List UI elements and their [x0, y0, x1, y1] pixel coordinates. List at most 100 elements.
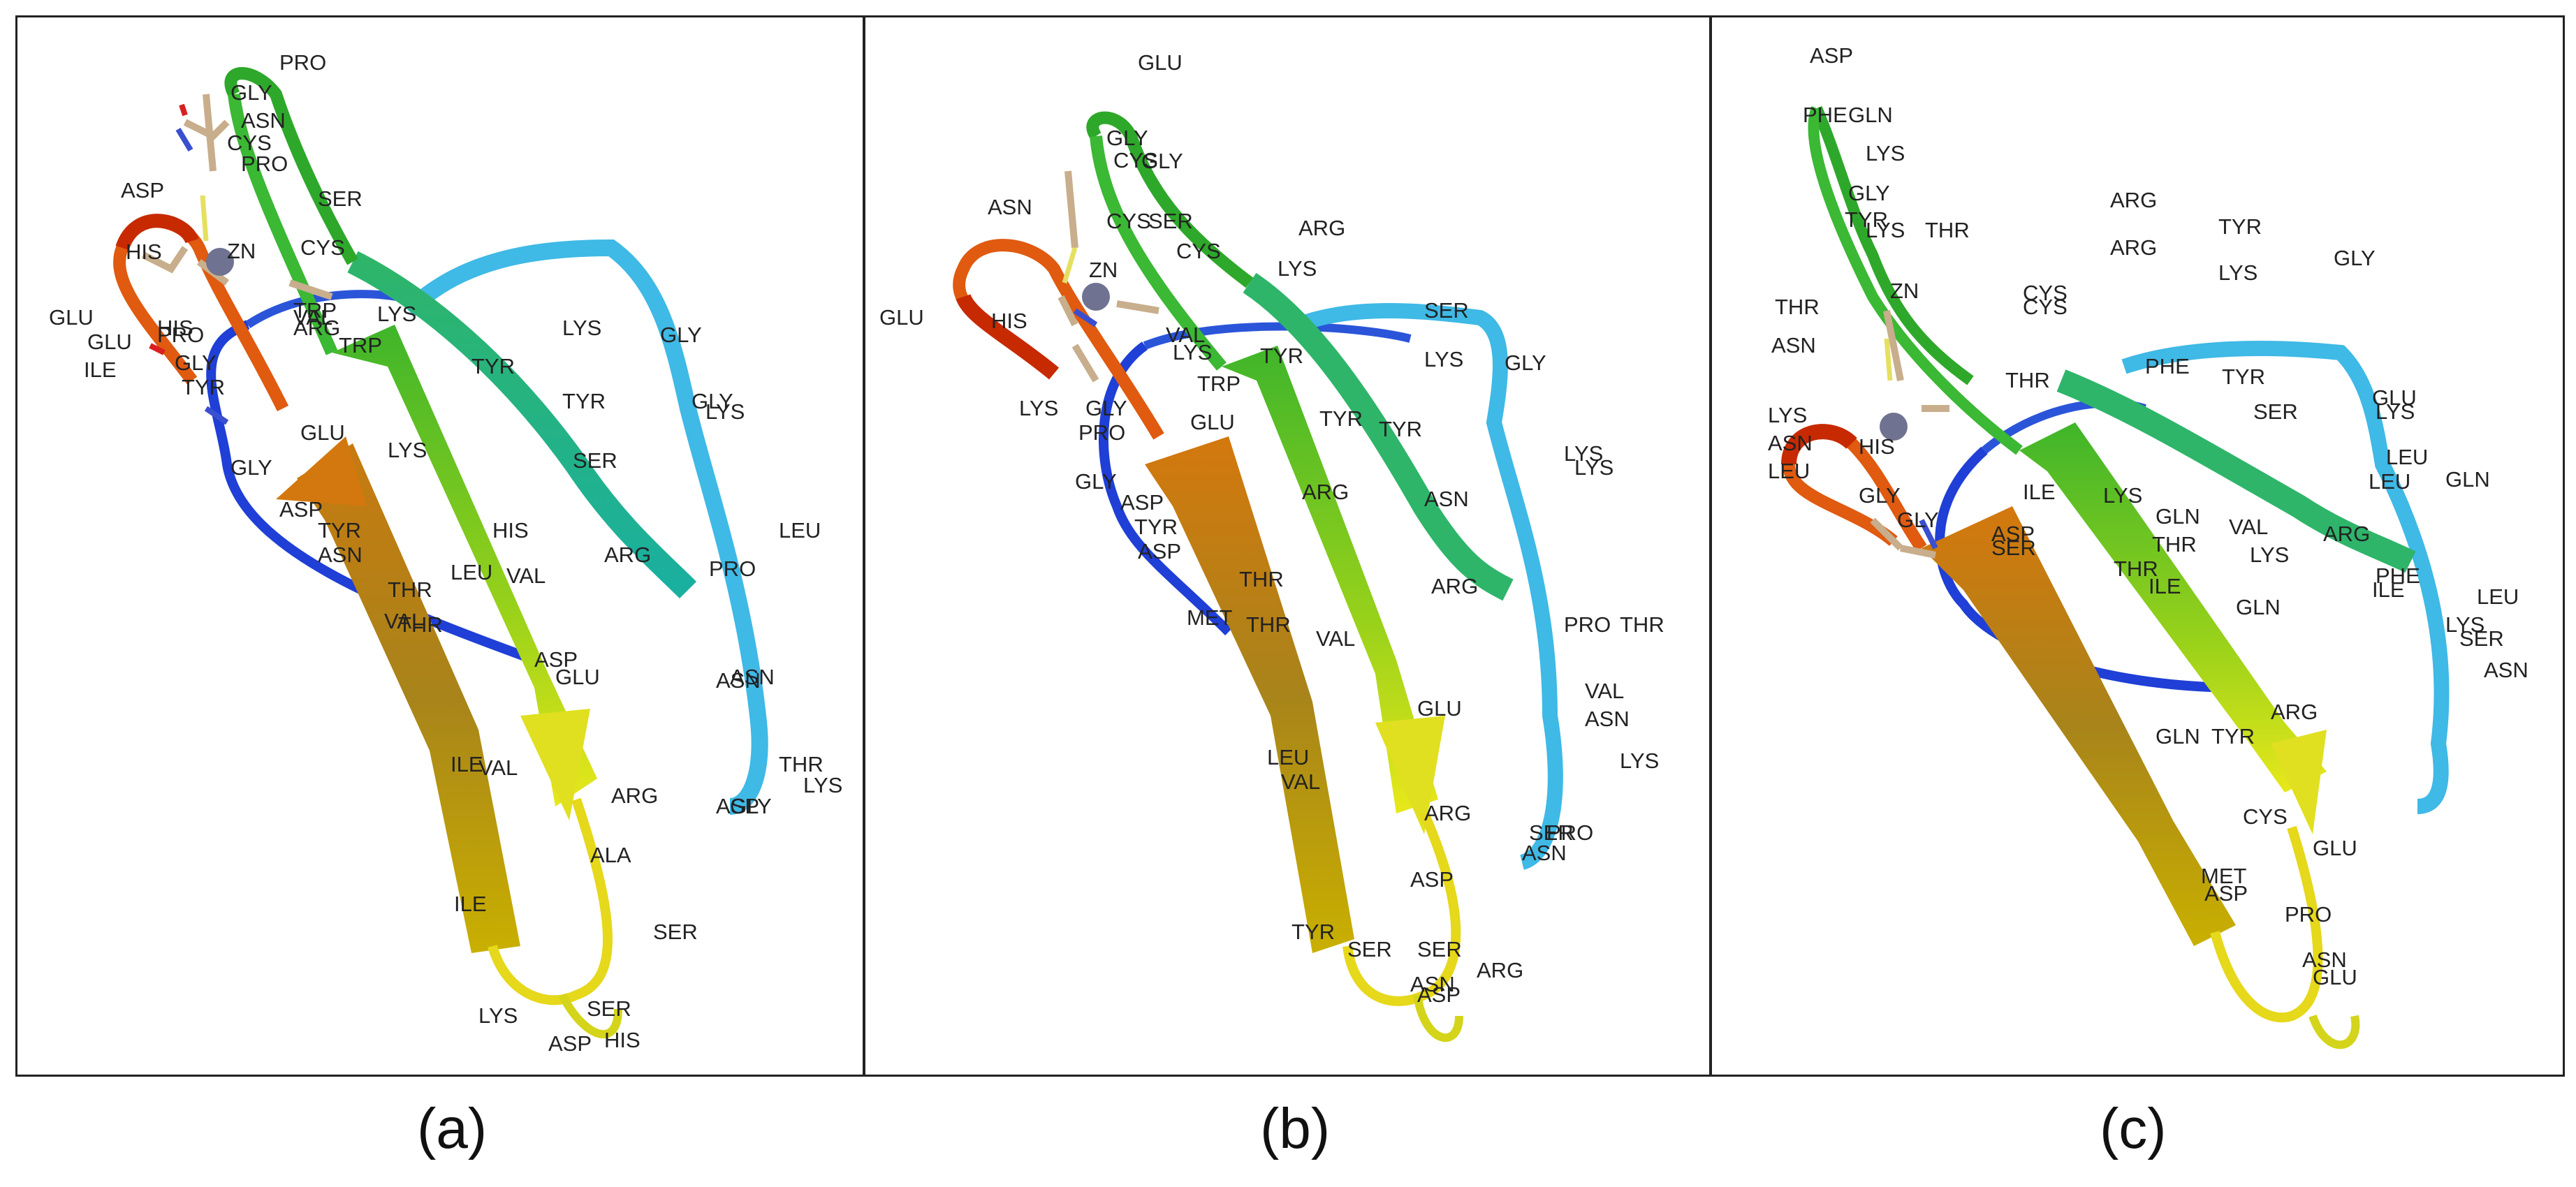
- residue-label: LYS: [2250, 543, 2289, 567]
- residue-label: VAL: [2229, 515, 2268, 539]
- residue-label: GLY: [691, 389, 733, 413]
- residue-label: VAL: [1166, 323, 1205, 347]
- residue-label: MET: [1187, 605, 1233, 630]
- residue-label: TYR: [2211, 724, 2255, 749]
- residue-label: ARG: [2110, 235, 2157, 260]
- residue-label: TYR: [1319, 406, 1363, 431]
- residue-label: ASN: [318, 543, 363, 567]
- caption-c: (c): [2100, 1097, 2167, 1160]
- residue-label: VAL: [1316, 626, 1355, 651]
- residue-label: ARG: [1298, 216, 1345, 240]
- zinc-ion: [1082, 283, 1110, 311]
- residue-label: SER: [1529, 820, 1574, 845]
- residue-label: ARG: [2271, 700, 2318, 724]
- residue-label: LYS: [1620, 749, 1659, 773]
- residue-label: LEU: [779, 518, 821, 543]
- residue-label: LYS: [1768, 403, 1807, 427]
- residue-label: SER: [1417, 937, 1462, 961]
- residue-label: LEU: [1267, 745, 1309, 769]
- residue-label: THR: [779, 752, 824, 776]
- residue-label: ILE: [84, 357, 117, 382]
- residue-label: ALA: [590, 843, 631, 867]
- residue-label: ILE: [2149, 574, 2181, 598]
- residue-label: ARG: [2110, 188, 2157, 212]
- residue-label: ASN: [730, 665, 775, 689]
- zinc-ion: [206, 248, 234, 276]
- zinc-ion: [1880, 413, 1908, 441]
- caption-a: (a): [417, 1097, 488, 1160]
- residue-label: ASN: [1410, 972, 1455, 996]
- residue-label: PHE: [2145, 354, 2190, 378]
- residue-label: CYS: [2243, 804, 2288, 829]
- residue-label: TRP: [293, 298, 337, 323]
- residue-label: GLU: [300, 420, 345, 445]
- residue-label: PRO: [1546, 820, 1593, 845]
- residue-label: TRP: [339, 333, 382, 357]
- residue-label: GLU: [1138, 50, 1183, 75]
- residue-label: SER: [1347, 937, 1392, 961]
- residue-label: HIS: [157, 316, 193, 340]
- residue-label: ILE: [2372, 577, 2405, 602]
- residue-label: GLN: [2156, 504, 2200, 529]
- residue-label: TYR: [1291, 920, 1335, 944]
- residue-label: LYS: [1866, 141, 1905, 165]
- residue-label: GLY: [230, 455, 272, 480]
- residue-label: GLU: [879, 305, 924, 330]
- residue-label: SER: [1424, 298, 1469, 323]
- residue-label: GLY: [1848, 181, 1890, 205]
- residue-label: GLY: [1085, 396, 1127, 420]
- residue-label: LYS: [1564, 441, 1603, 466]
- residue-label: TYR: [1379, 417, 1422, 441]
- residue-label: LEU: [2369, 469, 2410, 494]
- residue-label: LYS: [1019, 396, 1058, 420]
- residue-label: THR: [2152, 532, 2197, 556]
- residue-label: GLY: [730, 794, 772, 818]
- residue-label: THR: [1925, 218, 1970, 242]
- residue-label: TYR: [182, 375, 225, 399]
- residue-label: THR: [388, 577, 432, 602]
- residue-label: PRO: [241, 152, 288, 176]
- residue-label: LYS: [2376, 399, 2415, 424]
- residue-label: ASP: [1138, 539, 1181, 563]
- residue-label: CYS: [227, 131, 272, 155]
- residue-label: THR: [1246, 612, 1291, 637]
- residue-label: ASP: [1991, 522, 2035, 546]
- residue-label: ZN: [227, 239, 256, 263]
- residue-label: GLU: [555, 665, 600, 689]
- residue-label: LYS: [388, 438, 427, 462]
- residue-label: ASN: [1585, 707, 1630, 731]
- residue-label: LYS: [2445, 612, 2484, 637]
- residue-label: MET: [2201, 864, 2247, 888]
- residue-label: GLU: [2372, 385, 2417, 410]
- residue-label: LYS: [1173, 340, 1212, 364]
- residue-label: GLY: [175, 351, 217, 375]
- residue-label: CYS: [2023, 281, 2068, 305]
- residue-label: PHE: [2376, 563, 2420, 588]
- residue-label: HIS: [604, 1028, 641, 1052]
- residue-label: ASP: [279, 497, 323, 522]
- residue-label: ASN: [716, 668, 761, 693]
- residue-label: TYR: [1134, 515, 1178, 539]
- residue-label: PRO: [1564, 612, 1611, 637]
- residue-label: ASN: [1771, 333, 1816, 357]
- residue-label: LEU: [1768, 459, 1810, 483]
- residue-label: ASP: [716, 794, 759, 818]
- residue-label: GLY: [1897, 508, 1939, 532]
- residue-label: GLN: [2236, 595, 2281, 619]
- residue-label: LYS: [1278, 256, 1317, 281]
- residue-label: HIS: [492, 518, 529, 543]
- residue-label: GLU: [2313, 836, 2357, 860]
- residue-label: VAL: [1585, 679, 1624, 703]
- residue-label: SER: [1991, 536, 2036, 560]
- residue-label: TRP: [1197, 371, 1241, 396]
- residue-label: LYS: [1424, 347, 1463, 371]
- residue-label: LYS: [803, 773, 842, 797]
- residue-label: ASP: [1120, 490, 1164, 515]
- residue-label: CYS: [300, 235, 345, 260]
- residue-label: ARG: [611, 783, 658, 808]
